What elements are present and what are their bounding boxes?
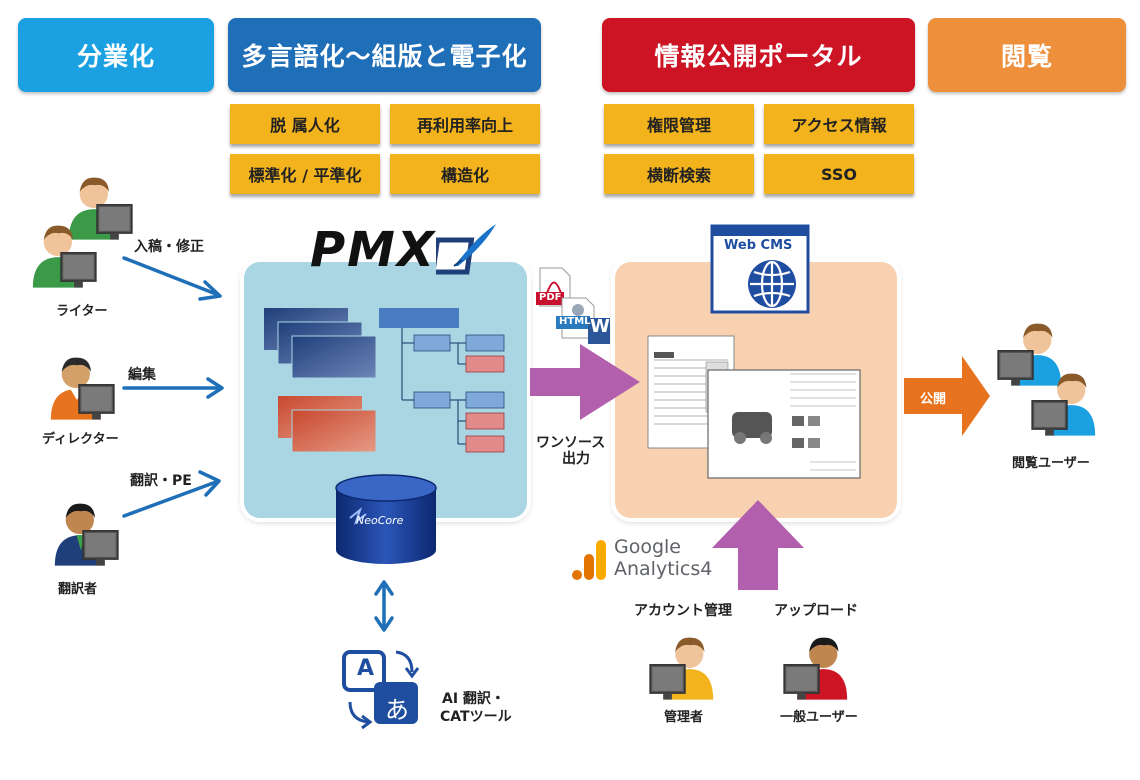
cms-documents <box>647 335 861 479</box>
database-icon <box>335 474 437 564</box>
tree-node-2 <box>413 391 451 409</box>
tree-root <box>379 308 459 328</box>
tag-deperson: 脱 属人化 <box>230 104 380 144</box>
translate-glyph-jp: あ <box>385 696 409 724</box>
label-one-source-2: 出力 <box>562 451 590 467</box>
tree-leaf-3 <box>465 391 505 409</box>
analytics-line2: Analytics4 <box>614 558 712 580</box>
writer-person-icon-2 <box>22 220 98 290</box>
arrow-writer <box>122 256 218 296</box>
tag-cross-search: 横断検索 <box>604 154 754 194</box>
role-general-user: 一般ユーザー <box>780 710 858 725</box>
tree-leaf-5 <box>465 435 505 453</box>
analytics-icon <box>572 540 606 580</box>
general-user-person-icon <box>782 632 858 702</box>
doc-blue-3 <box>291 335 377 379</box>
role-admin: 管理者 <box>664 710 704 725</box>
tag-permission: 権限管理 <box>604 104 754 144</box>
analytics-line1: Google <box>614 536 682 558</box>
header-multilang: 多言語化〜組版と電子化 <box>228 18 541 92</box>
doc-red-2 <box>291 409 377 453</box>
label-account-admin: アカウント管理 <box>634 603 732 619</box>
header-division: 分業化 <box>18 18 214 92</box>
role-writer: ライター <box>56 304 108 319</box>
browse-user-icon-2 <box>1030 368 1106 438</box>
ai-label-1: AI 翻訳・ <box>442 691 505 707</box>
arrow-upload <box>712 500 804 590</box>
pmx-logo: PMX <box>310 222 436 278</box>
tag-reuse: 再利用率向上 <box>390 104 540 144</box>
label-edit: 編集 <box>128 367 156 383</box>
role-director: ディレクター <box>42 432 119 447</box>
translate-icon <box>342 650 420 730</box>
header-portal: 情報公開ポータル <box>602 18 915 92</box>
pen-icon <box>436 224 496 275</box>
label-input-edit: 入稿・修正 <box>134 239 204 255</box>
web-cms-icon <box>710 224 810 314</box>
pmx-panel-art <box>264 308 505 453</box>
arrow-translator <box>122 480 218 518</box>
analytics-name: Analytics <box>614 558 701 580</box>
tree-node-1 <box>413 334 451 352</box>
label-translate-pe: 翻訳・PE <box>130 473 192 489</box>
tree-leaf-2 <box>465 355 505 373</box>
file-format-icons <box>536 267 610 344</box>
role-browse-user: 閲覧ユーザー <box>1012 456 1090 471</box>
tag-access-info: アクセス情報 <box>764 104 914 144</box>
label-publish: 公開 <box>920 392 947 407</box>
director-person-icon <box>40 352 116 422</box>
label-one-source-1: ワンソース <box>536 435 606 451</box>
role-translator: 翻訳者 <box>58 582 98 597</box>
translator-person-icon <box>44 498 120 568</box>
admin-person-icon <box>648 632 724 702</box>
translate-glyph-a: A <box>357 656 375 681</box>
tag-sso: SSO <box>764 154 914 194</box>
db-label: NeoCore <box>356 514 404 527</box>
analytics-version: 4 <box>700 558 713 580</box>
tag-structure: 構造化 <box>390 154 540 194</box>
html-label: HTML <box>559 316 591 327</box>
tree-leaf-4 <box>465 412 505 430</box>
label-upload: アップロード <box>774 603 858 619</box>
tag-standardize: 標準化 / 平準化 <box>230 154 380 194</box>
word-label: W <box>590 316 610 337</box>
ai-label-2: CATツール <box>440 709 512 725</box>
arrow-one-source <box>530 344 640 420</box>
pdf-label: PDF <box>539 292 562 303</box>
web-cms-label: Web CMS <box>724 238 793 253</box>
tree-leaf-1 <box>465 334 505 352</box>
arrow-publish <box>904 356 990 436</box>
header-browse: 閲覧 <box>928 18 1126 92</box>
